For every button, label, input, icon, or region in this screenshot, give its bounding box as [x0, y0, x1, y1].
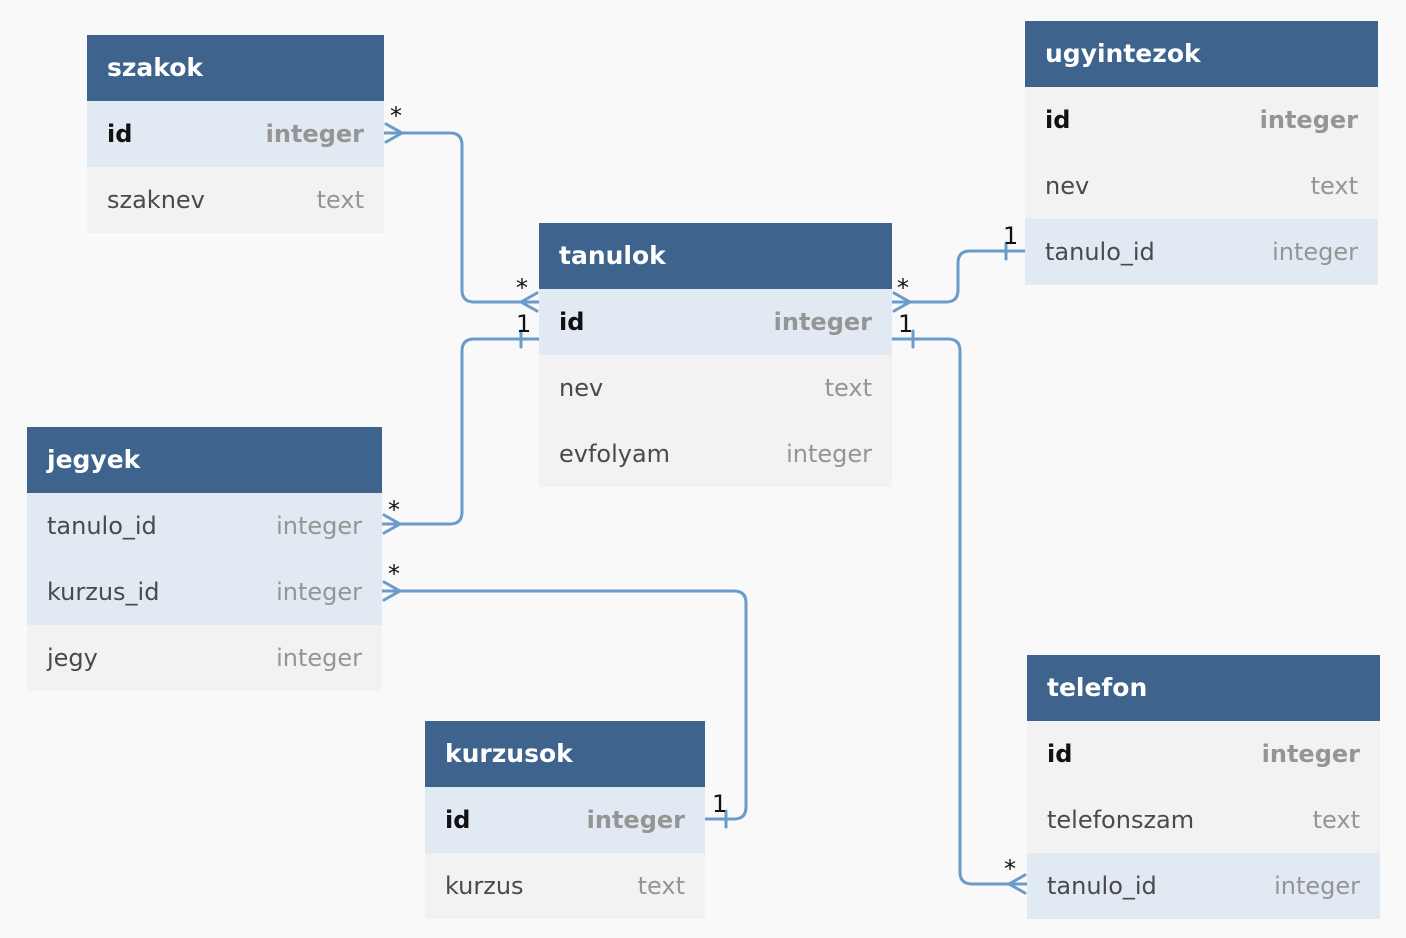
table-telefon[interactable]: telefon id integer telefonszam text tanulo_id…	[1027, 655, 1380, 919]
field-name: kurzus	[445, 872, 524, 900]
field-type: integer	[586, 806, 685, 834]
cardinality-label: *	[390, 102, 402, 130]
field-row-jegyek-tanulo_id[interactable]: tanulo_id integer	[27, 493, 382, 559]
field-row-telefon-telefonszam[interactable]: telefonszam text	[1027, 787, 1380, 853]
field-row-jegyek-jegy[interactable]: jegy integer	[27, 625, 382, 691]
table-szakok[interactable]: szakok id integer szaknev text	[87, 35, 384, 233]
field-row-tanulok-nev[interactable]: nev text	[539, 355, 892, 421]
relation-line[interactable]	[380, 589, 748, 821]
field-type: text	[1310, 172, 1358, 200]
field-type: text	[637, 872, 685, 900]
field-type: integer	[276, 644, 362, 672]
field-name: id	[445, 806, 471, 834]
relation-line[interactable]	[890, 337, 1029, 886]
field-name: nev	[559, 374, 604, 402]
cardinality-label: *	[388, 560, 400, 588]
field-row-szakok-szaknev[interactable]: szaknev text	[87, 167, 384, 233]
field-name: id	[1045, 106, 1071, 134]
relation-szakok-tanulok[interactable]: **	[382, 102, 541, 313]
field-name: id	[559, 308, 585, 336]
field-row-telefon-id[interactable]: id integer	[1027, 721, 1380, 787]
cardinality-label: *	[388, 496, 400, 524]
field-type: integer	[276, 512, 362, 540]
cardinality-label: 1	[516, 310, 531, 338]
field-type: integer	[1274, 872, 1360, 900]
field-name: kurzus_id	[47, 578, 160, 606]
relation-line[interactable]	[382, 131, 541, 304]
field-type: integer	[276, 578, 362, 606]
field-type: integer	[773, 308, 872, 336]
field-row-kurzusok-id[interactable]: id integer	[425, 787, 705, 853]
relation-end-marker-from	[384, 122, 404, 144]
relation-tanulok-telefon[interactable]: 1*	[890, 310, 1029, 895]
relation-end-marker-to	[382, 580, 402, 602]
relation-end-marker-to	[382, 513, 402, 535]
field-type: text	[824, 374, 872, 402]
field-row-ugyintezok-nev[interactable]: nev text	[1025, 153, 1378, 219]
field-row-tanulok-id[interactable]: id integer	[539, 289, 892, 355]
field-name: id	[107, 120, 133, 148]
table-header-telefon[interactable]: telefon	[1027, 655, 1380, 721]
table-kurzusok[interactable]: kurzusok id integer kurzus text	[425, 721, 705, 919]
field-name: tanulo_id	[47, 512, 157, 540]
field-row-szakok-id[interactable]: id integer	[87, 101, 384, 167]
table-header-szakok[interactable]: szakok	[87, 35, 384, 101]
field-name: szaknev	[107, 186, 205, 214]
field-type: integer	[1259, 106, 1358, 134]
relation-line[interactable]	[380, 337, 541, 526]
table-header-ugyintezok[interactable]: ugyintezok	[1025, 21, 1378, 87]
field-row-kurzusok-kurzus[interactable]: kurzus text	[425, 853, 705, 919]
table-header-jegyek[interactable]: jegyek	[27, 427, 382, 493]
field-name: tanulo_id	[1047, 872, 1157, 900]
relation-end-marker-to	[519, 291, 539, 313]
table-ugyintezok[interactable]: ugyintezok id integer nev text tanulo_id integ…	[1025, 21, 1378, 285]
relation-tanulok-ugyintezok[interactable]: *1	[890, 222, 1027, 313]
cardinality-label: *	[1004, 855, 1016, 883]
field-row-ugyintezok-tanulo_id[interactable]: tanulo_id integer	[1025, 219, 1378, 285]
table-header-kurzusok[interactable]: kurzusok	[425, 721, 705, 787]
relation-line[interactable]	[890, 249, 1027, 304]
cardinality-label: 1	[712, 790, 727, 818]
relation-end-marker-to	[1007, 873, 1027, 895]
field-name: telefonszam	[1047, 806, 1195, 834]
field-name: nev	[1045, 172, 1090, 200]
field-type: integer	[1272, 238, 1358, 266]
field-type: integer	[786, 440, 872, 468]
cardinality-label: *	[516, 274, 528, 302]
field-name: jegy	[47, 644, 98, 672]
field-row-ugyintezok-id[interactable]: id integer	[1025, 87, 1378, 153]
field-row-jegyek-kurzus_id[interactable]: kurzus_id integer	[27, 559, 382, 625]
table-header-tanulok[interactable]: tanulok	[539, 223, 892, 289]
field-name: id	[1047, 740, 1073, 768]
field-row-tanulok-evfolyam[interactable]: evfolyam integer	[539, 421, 892, 487]
cardinality-label: 1	[898, 310, 913, 338]
relation-kurzusok-jegyek[interactable]: 1*	[380, 560, 748, 829]
field-type: integer	[265, 120, 364, 148]
relation-end-marker-from	[892, 291, 912, 313]
relation-tanulok-jegyek[interactable]: 1*	[380, 310, 541, 535]
cardinality-label: 1	[1003, 222, 1018, 250]
field-name: tanulo_id	[1045, 238, 1155, 266]
field-type: text	[316, 186, 364, 214]
table-tanulok[interactable]: tanulok id integer nev text evfolyam integer	[539, 223, 892, 487]
field-type: text	[1312, 806, 1360, 834]
field-type: integer	[1261, 740, 1360, 768]
field-row-telefon-tanulo_id[interactable]: tanulo_id integer	[1027, 853, 1380, 919]
cardinality-label: *	[897, 274, 909, 302]
field-name: evfolyam	[559, 440, 671, 468]
